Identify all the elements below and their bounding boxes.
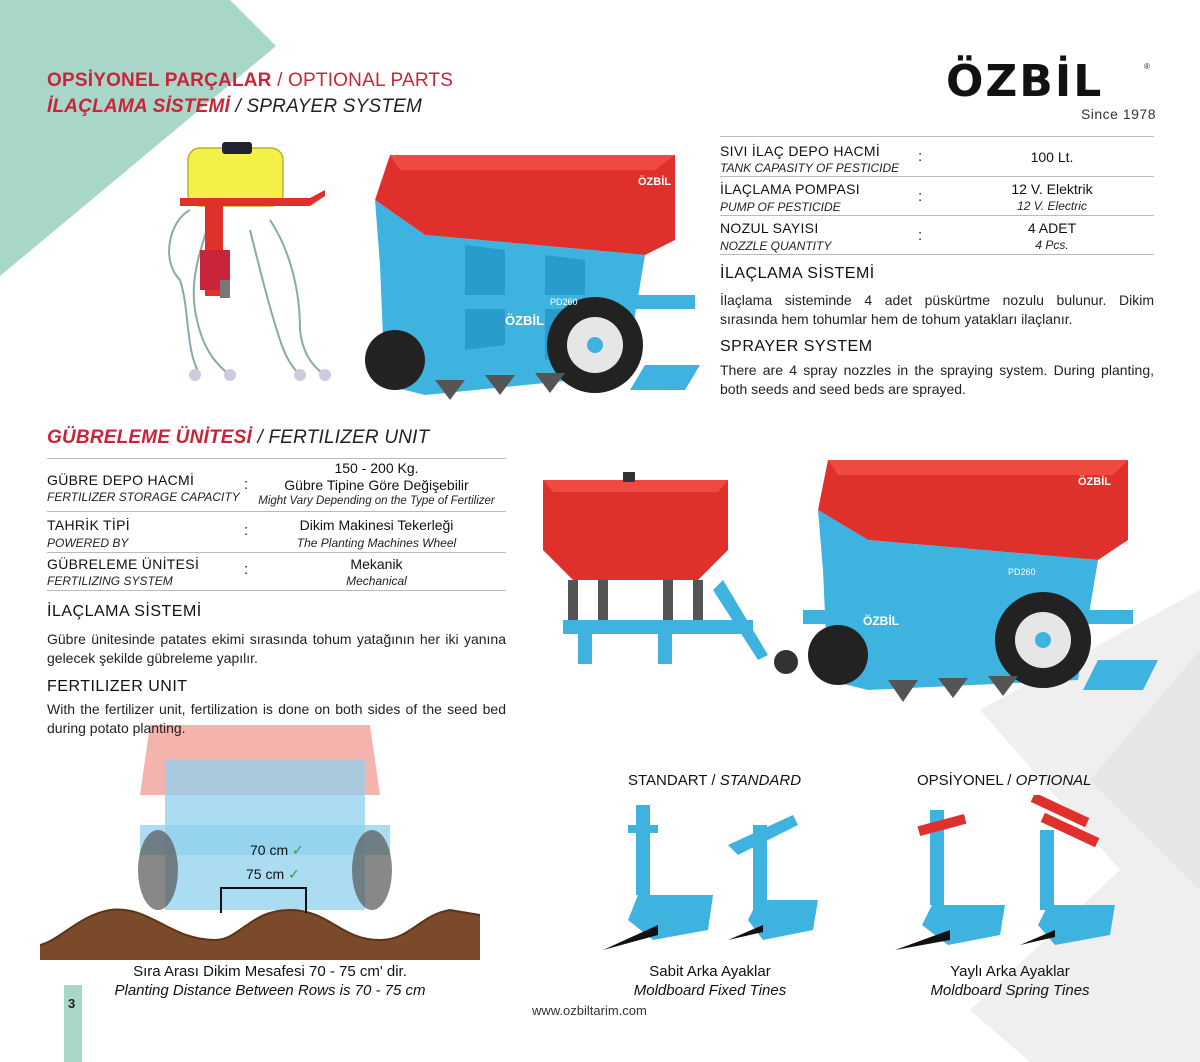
spec-row-tank-capacity: SIVI İLAÇ DEPO HACMİ TANK CAPASITY OF PE… [720,136,1154,177]
fertilizer-desc-head-tr: İLAÇLAMA SİSTEMİ [47,603,202,620]
checkmark-icon: ✓ [288,842,304,858]
optional-title: OPSİYONEL / OPTIONAL [917,772,1092,789]
spec-row-powered-by: TAHRİK TİPİ POWERED BY : Dikim Makinesi … [47,512,506,553]
planter-sprayer-image: ÖZBİL PD260 ÖZBİL [365,155,700,400]
row-spacing-caption: Sıra Arası Dikim Mesafesi 70 - 75 cm' di… [114,963,426,999]
row-spacing-75: 75 cm ✓ [246,866,300,882]
sprayer-system-title: İLAÇLAMA SİSTEMİ / SPRAYER SYSTEM [47,96,423,117]
decorative-triangle [0,0,276,276]
fertilizer-unit-title: GÜBRELEME ÜNİTESİ / FERTILIZER UNIT [47,427,430,448]
checkmark-icon: ✓ [284,866,300,882]
machine-hopper-brand: ÖZBİL [638,175,671,188]
fertilizer-planter-image: ÖZBİL PD260 ÖZBİL [543,460,1158,702]
sprayer-tank-image [168,142,331,381]
machine-hopper-brand: ÖZBİL [1078,475,1111,488]
spec-row-pump: İLAÇLAMA POMPASI PUMP OF PESTICIDE : 12 … [720,177,1154,216]
sprayer-desc-head-en: SPRAYER SYSTEM [720,338,873,355]
brand-name: ÖZBİL [946,56,1104,107]
sprayer-desc-head-tr: İLAÇLAMA SİSTEMİ [720,265,875,282]
standard-title: STANDART / STANDARD [628,772,802,789]
registered-mark: ® [1144,62,1150,71]
page-number-bar [64,985,82,1062]
fertilizer-desc-text-en: With the fertilizer unit, fertilization … [47,701,506,736]
spring-tines-caption: Yaylı Arka Ayaklar Moldboard Spring Tine… [930,963,1090,999]
sprayer-desc-text-tr: İlaçlama sisteminde 4 adet püskürtme noz… [720,292,1154,327]
fertilizer-spec-table: GÜBRE DEPO HACMİ FERTILIZER STORAGE CAPA… [47,458,506,591]
optional-parts-title: OPSİYONEL PARÇALAR / OPTIONAL PARTS [47,70,454,91]
row-spacing-70: 70 cm ✓ [250,842,304,858]
fixed-tines-image [603,805,818,950]
row-spacing-image [40,725,480,960]
brand-since: Since 1978 [1080,106,1156,122]
spec-row-nozzle: NOZUL SAYISI NOZZLE QUANTITY : 4 ADET 4 … [720,216,1154,255]
brand-logo: ÖZBİL ® Since 1978 [946,60,1158,126]
page-number: 3 [68,996,76,1011]
spec-row-fertilizer-capacity: GÜBRE DEPO HACMİ FERTILIZER STORAGE CAPA… [47,458,506,512]
spring-tines-image [895,795,1115,950]
fixed-tines-caption: Sabit Arka Ayaklar Moldboard Fixed Tines [633,963,787,999]
machine-model-label: PD260 [1008,567,1036,577]
spec-row-fertilizing-system: GÜBRELEME ÜNİTESİ FERTILIZING SYSTEM : M… [47,553,506,591]
machine-brand-label: ÖZBİL [863,613,899,628]
machine-model-label: PD260 [550,297,578,307]
machine-brand-label: ÖZBİL [505,313,544,328]
sprayer-desc-text-en: There are 4 spray nozzles in the sprayin… [720,362,1154,397]
sprayer-spec-table: SIVI İLAÇ DEPO HACMİ TANK CAPASITY OF PE… [720,136,1154,255]
website-url: www.ozbiltarim.com [532,1003,647,1018]
fertilizer-desc-text-tr: Gübre ünitesinde patates ekimi sırasında… [47,631,506,666]
fertilizer-desc-head-en: FERTILIZER UNIT [47,678,188,695]
